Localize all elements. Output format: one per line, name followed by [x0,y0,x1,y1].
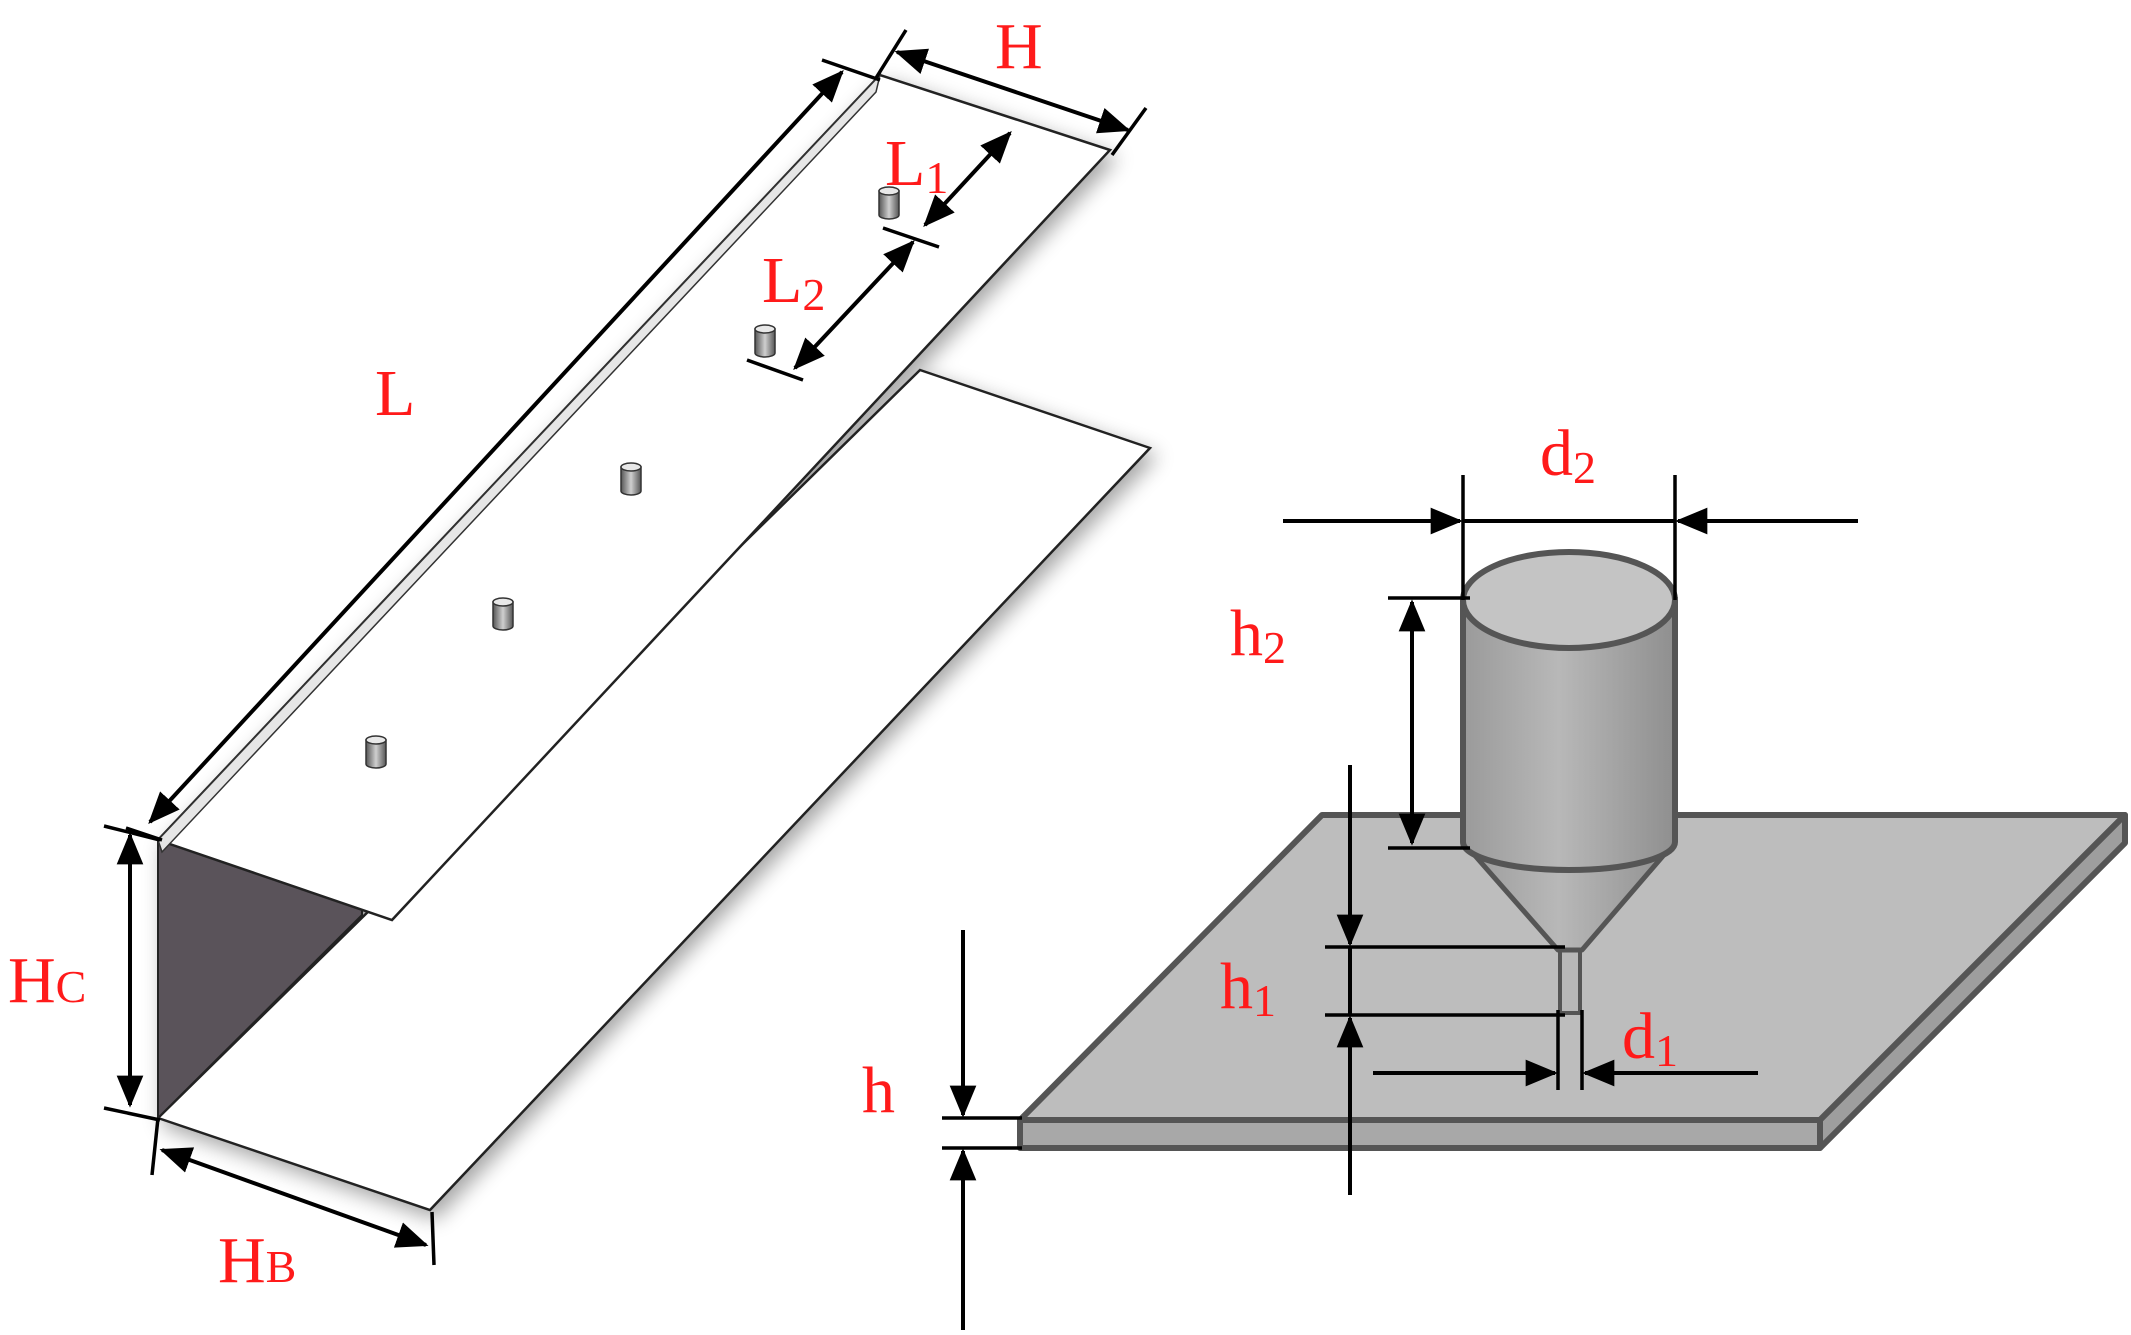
label-H: H [995,10,1043,83]
dim-line-L [148,70,844,824]
dim-line-L2 [793,240,915,370]
ext-line-HB-right [430,1211,436,1266]
plate-front-face [1017,1117,1823,1151]
label-HC: HC [8,944,86,1017]
cylinder-body [1460,597,1678,873]
ext-line-L-top [821,58,881,82]
label-L1: L1 [885,127,948,203]
label-L: L [375,357,415,430]
dim-line-H [894,48,1131,134]
pin [365,735,387,769]
label-h2: h2 [1230,597,1286,673]
dim-line-HB [159,1147,429,1248]
pin [754,324,776,358]
pin [878,186,900,220]
nozzle-stem [1558,943,1582,1015]
label-d1: d1 [1622,1000,1678,1076]
label-h: h [862,1054,895,1127]
ext-line-H-right [1110,106,1148,157]
label-L2: L2 [762,244,825,320]
pin [492,597,514,631]
label-d2: d2 [1540,417,1596,493]
ext-line-L2 [746,358,804,382]
label-h1: h1 [1220,950,1276,1026]
ext-line-L1 [882,226,940,249]
ext-line-HB-left [150,1117,160,1176]
ext-line-HC-top [103,824,161,842]
ext-line-H-left [874,29,908,79]
label-HB: HB [218,1224,296,1297]
cylinder-top-face [1460,549,1678,651]
pin [620,462,642,496]
ext-line-HC-bottom [103,1106,161,1122]
plate-side-face [1817,812,2128,1151]
nozzle-cylinder [1460,549,1678,1015]
dim-line-L1 [923,131,1012,227]
channel-model [155,72,1153,1212]
